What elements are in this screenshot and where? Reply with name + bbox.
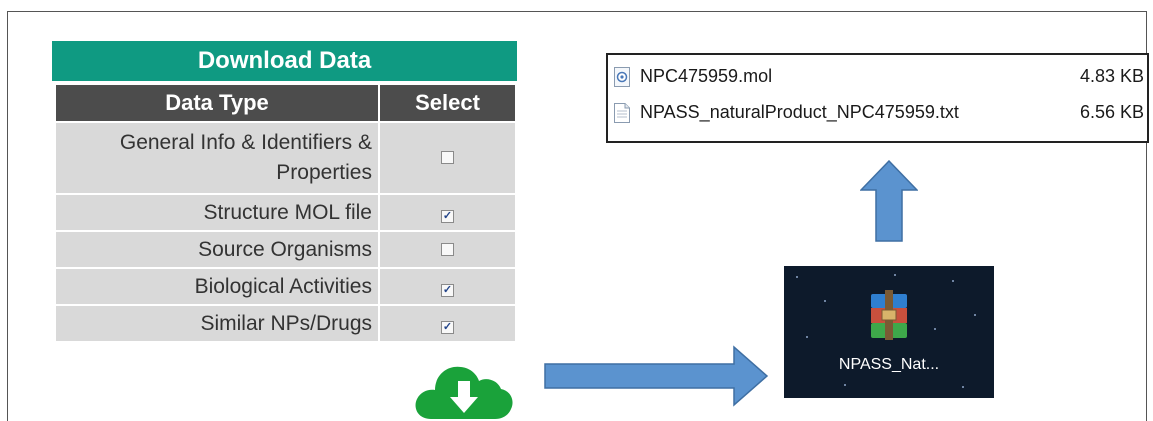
table-row: Structure MOL file ✓ xyxy=(56,195,515,230)
data-type-label: Structure MOL file xyxy=(56,195,378,230)
select-checkbox[interactable]: ✓ xyxy=(441,283,454,297)
right-arrow-icon xyxy=(544,345,769,407)
star-dot xyxy=(894,274,896,276)
star-dot xyxy=(974,314,976,316)
star-dot xyxy=(952,280,954,282)
star-dot xyxy=(806,336,808,338)
archive-label: NPASS_Nat... xyxy=(838,356,940,373)
select-checkbox[interactable] xyxy=(441,242,454,256)
data-type-label: Source Organisms xyxy=(56,232,378,267)
figure-frame xyxy=(7,11,1147,421)
table-row: Biological Activities ✓ xyxy=(56,269,515,304)
select-checkbox[interactable] xyxy=(441,151,454,164)
file-size: 6.56 KB xyxy=(1079,102,1144,122)
table-row: General Info & Identifiers &Properties xyxy=(56,123,515,193)
file-name: NPASS_naturalProduct_NPC475959.txt xyxy=(640,102,959,122)
download-options-table: Data Type Select General Info & Identifi… xyxy=(54,83,517,343)
star-dot xyxy=(962,386,964,388)
select-checkbox[interactable]: ✓ xyxy=(441,209,454,223)
column-header-data-type: Data Type xyxy=(56,85,378,121)
up-arrow-icon xyxy=(860,160,918,242)
archive-desktop-icon[interactable]: NPASS_Nat... xyxy=(784,266,994,398)
text-file-icon xyxy=(614,103,630,123)
data-type-label: Similar NPs/Drugs xyxy=(56,306,378,341)
file-row[interactable]: NPC475959.mol 4.83 KB xyxy=(614,64,1144,90)
file-name: NPC475959.mol xyxy=(640,66,773,86)
file-size: 4.83 KB xyxy=(1079,66,1144,86)
data-type-label: Biological Activities xyxy=(56,269,378,304)
cloud-download-icon[interactable] xyxy=(413,357,515,421)
table-row: Source Organisms xyxy=(56,232,515,267)
column-header-select: Select xyxy=(380,85,515,121)
extracted-files-panel: NPC475959.mol 4.83 KB NPASS_naturalProdu… xyxy=(606,53,1149,143)
table-row: Similar NPs/Drugs ✓ xyxy=(56,306,515,341)
mol-file-icon xyxy=(614,67,630,87)
file-row[interactable]: NPASS_naturalProduct_NPC475959.txt 6.56 … xyxy=(614,100,1144,126)
star-dot xyxy=(796,276,798,278)
data-type-label: General Info & Identifiers &Properties xyxy=(56,123,378,193)
download-data-title: Download Data xyxy=(52,41,517,81)
star-dot xyxy=(934,328,936,330)
select-checkbox[interactable]: ✓ xyxy=(441,320,454,334)
star-dot xyxy=(824,300,826,302)
winrar-archive-icon xyxy=(871,290,907,340)
star-dot xyxy=(844,384,846,386)
